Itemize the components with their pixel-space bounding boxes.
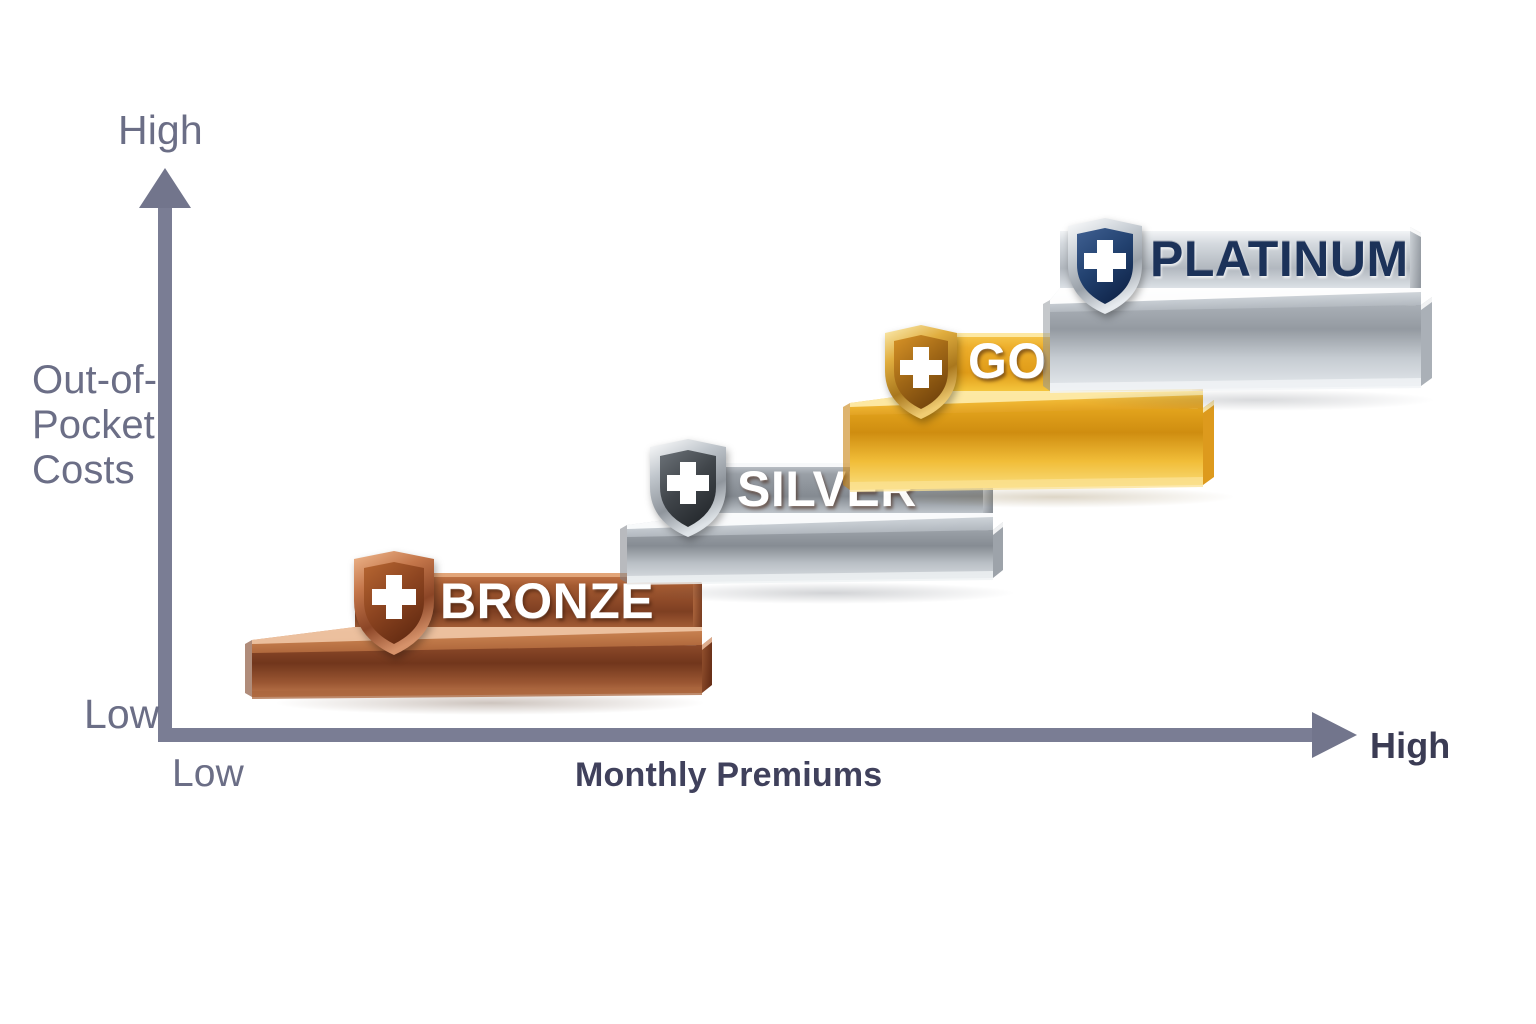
y-axis-title: Out-of- Pocket Costs xyxy=(32,358,158,492)
tier-label-platinum: PLATINUM xyxy=(1150,231,1409,287)
y-axis-low-label: Low xyxy=(84,691,160,737)
x-axis-title: Monthly Premiums xyxy=(575,756,883,794)
x-axis xyxy=(158,712,1357,758)
x-axis-low-label: Low xyxy=(172,752,244,795)
tier-step-platinum[interactable]: PLATINUM xyxy=(1040,216,1440,411)
tier-step-bronze[interactable]: BRONZE xyxy=(240,545,720,715)
platinum-block-shape xyxy=(1043,227,1435,411)
shield-cross-icon xyxy=(1063,216,1147,316)
shield-cross-icon xyxy=(348,549,440,657)
y-axis-high-label: High xyxy=(118,107,203,153)
tier-label-bronze: BRONZE xyxy=(440,573,655,629)
silver-block-shape xyxy=(620,463,1015,604)
shield-cross-icon xyxy=(880,323,962,421)
shield-cross-icon xyxy=(645,437,731,539)
x-axis-high-label: High xyxy=(1370,725,1451,766)
